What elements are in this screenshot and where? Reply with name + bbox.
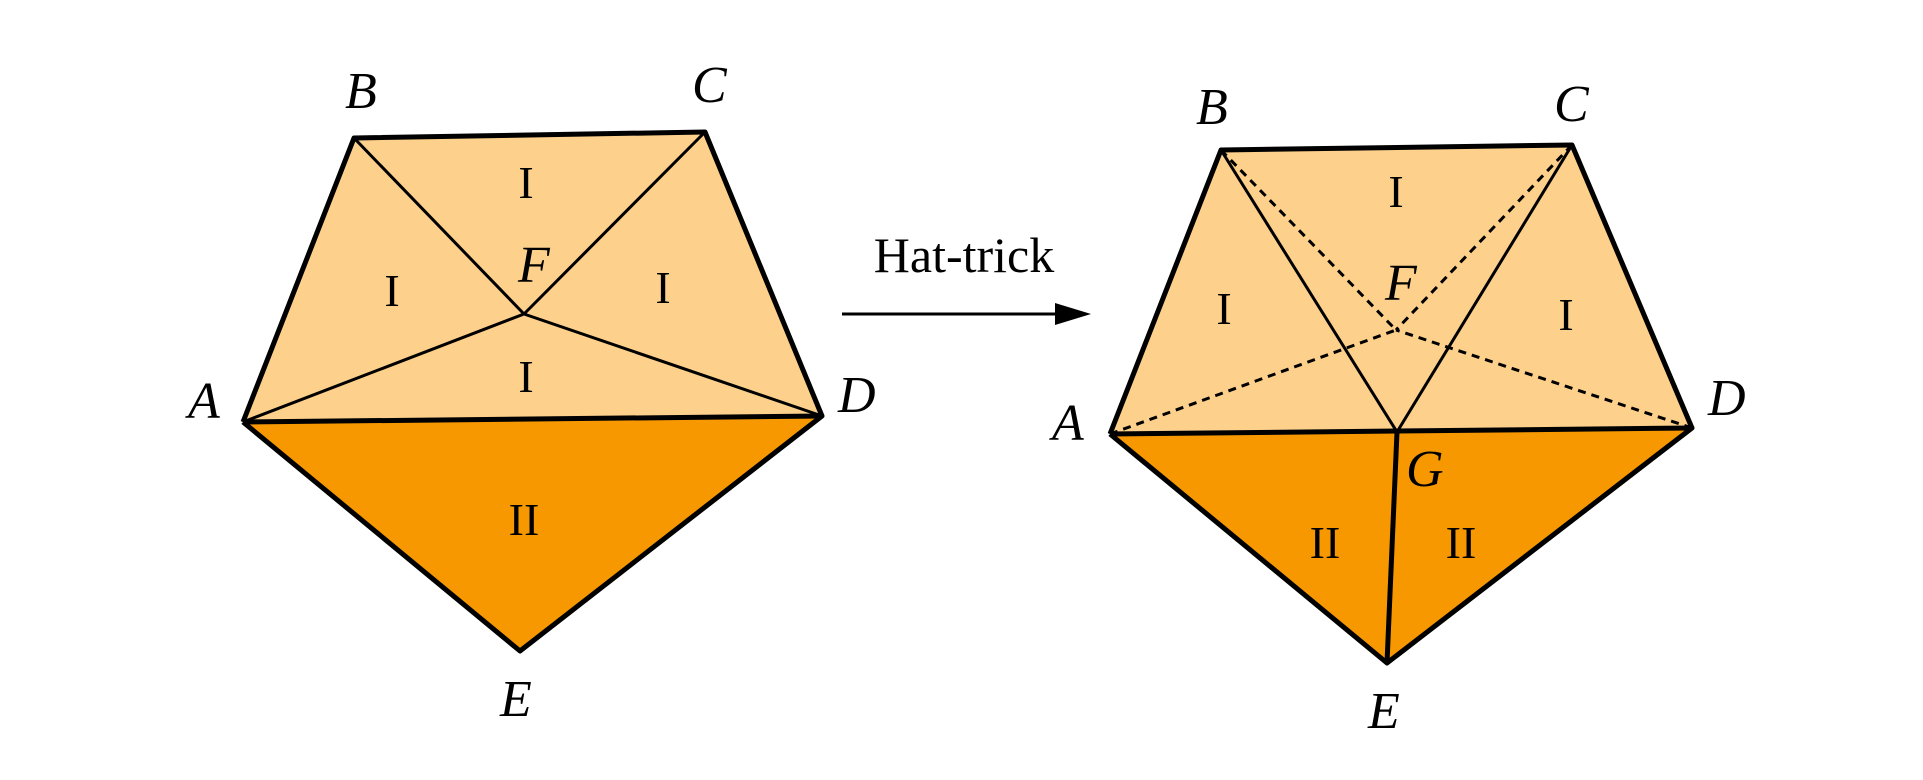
region-label: I: [1388, 166, 1403, 217]
right-lower-region: [1110, 428, 1692, 663]
left-lower-region: [243, 416, 822, 651]
region-label: I: [518, 351, 533, 402]
label-c: C: [692, 57, 728, 114]
left-pentagon: B C A D E F I I I I II: [185, 57, 876, 728]
region-label: I: [1216, 283, 1231, 334]
label-d: D: [837, 367, 876, 424]
region-label: II: [1310, 517, 1341, 568]
label-e: E: [499, 671, 532, 728]
label-c: C: [1554, 76, 1590, 133]
region-label: II: [509, 494, 540, 545]
label-b: B: [1196, 79, 1228, 136]
label-g: G: [1406, 441, 1444, 498]
label-f: F: [1384, 255, 1418, 312]
region-label: I: [384, 265, 399, 316]
label-a: A: [185, 373, 220, 430]
region-label: II: [1446, 517, 1477, 568]
transform-arrow: Hat-trick: [842, 227, 1091, 325]
arrow-label: Hat-trick: [874, 227, 1054, 283]
region-label: I: [655, 262, 670, 313]
region-label: I: [518, 157, 533, 208]
right-upper-region: [1110, 145, 1692, 434]
label-f: F: [517, 237, 551, 294]
region-label: I: [1558, 289, 1573, 340]
label-b: B: [345, 63, 377, 120]
label-d: D: [1707, 370, 1746, 427]
label-a: A: [1049, 395, 1084, 452]
arrowhead-icon: [1055, 303, 1091, 325]
label-e: E: [1367, 683, 1400, 740]
right-pentagon: B C A D E F G I I I II II: [1049, 76, 1746, 740]
left-upper-region: [243, 132, 822, 422]
